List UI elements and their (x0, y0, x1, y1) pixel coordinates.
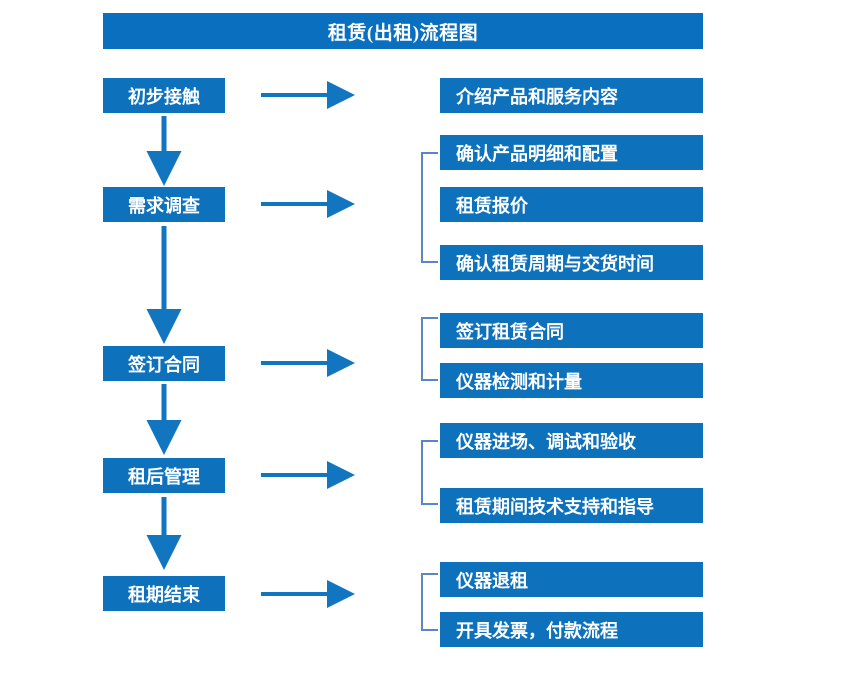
detail-box-10[interactable]: 开具发票，付款流程 (440, 612, 703, 647)
page-title: 租赁(出租)流程图 (103, 13, 703, 49)
detail-label: 租赁期间技术支持和指导 (456, 496, 654, 517)
stage-box-5[interactable]: 租期结束 (103, 576, 225, 611)
stage-box-4[interactable]: 租后管理 (103, 458, 225, 493)
detail-label: 开具发票，付款流程 (456, 620, 618, 641)
detail-label: 签订租赁合同 (456, 321, 564, 342)
stage-label: 初步接触 (128, 86, 200, 107)
detail-box-5[interactable]: 签订租赁合同 (440, 313, 703, 348)
stage-label: 需求调查 (128, 195, 200, 216)
stage-box-3[interactable]: 签订合同 (103, 346, 225, 381)
detail-box-4[interactable]: 确认租赁周期与交货时间 (440, 245, 703, 280)
detail-label: 仪器进场、调试和验收 (456, 431, 636, 452)
detail-box-7[interactable]: 仪器进场、调试和验收 (440, 423, 703, 458)
detail-box-1[interactable]: 介绍产品和服务内容 (440, 78, 703, 113)
detail-box-9[interactable]: 仪器退租 (440, 562, 703, 597)
stage-label: 租期结束 (128, 584, 200, 605)
bracket-group-2 (421, 152, 438, 263)
stage-label: 租后管理 (128, 466, 200, 487)
detail-label: 租赁报价 (456, 195, 528, 216)
detail-label: 介绍产品和服务内容 (456, 86, 618, 107)
bracket-group-3 (421, 317, 438, 381)
stage-label: 签订合同 (128, 354, 200, 375)
bracket-group-4 (421, 440, 438, 505)
detail-label: 确认租赁周期与交货时间 (456, 253, 654, 274)
detail-box-2[interactable]: 确认产品明细和配置 (440, 135, 703, 170)
detail-label: 仪器退租 (456, 570, 528, 591)
stage-box-1[interactable]: 初步接触 (103, 78, 225, 113)
bracket-group-5 (421, 573, 438, 631)
detail-box-6[interactable]: 仪器检测和计量 (440, 363, 703, 398)
detail-label: 仪器检测和计量 (456, 371, 582, 392)
detail-label: 确认产品明细和配置 (456, 143, 618, 164)
detail-box-3[interactable]: 租赁报价 (440, 187, 703, 222)
detail-box-8[interactable]: 租赁期间技术支持和指导 (440, 488, 703, 523)
stage-box-2[interactable]: 需求调查 (103, 187, 225, 222)
